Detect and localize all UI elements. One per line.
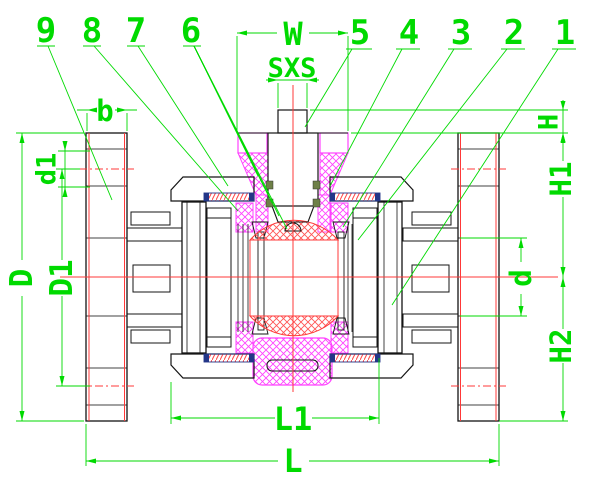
leader-4 — [329, 48, 420, 187]
dimension-d — [460, 237, 527, 317]
leader-8 — [83, 45, 239, 212]
dimension-b — [77, 107, 137, 131]
dimension-H2 — [499, 277, 568, 422]
end-connector-right — [411, 211, 452, 344]
dim-label-H1: H1 — [544, 162, 578, 197]
leader-1 — [391, 48, 576, 306]
dim-label-w: W — [283, 15, 303, 53]
stem-slot — [284, 222, 302, 232]
end-connector-left — [130, 211, 171, 344]
dim-label-H: H — [534, 114, 565, 130]
leader-3 — [342, 48, 472, 228]
dimension-D — [16, 132, 84, 422]
leader-9 — [37, 45, 113, 201]
leader-5 — [304, 48, 372, 128]
part-number-9: 9 — [36, 11, 56, 51]
part-number-7: 7 — [126, 11, 146, 51]
dimension-w — [236, 30, 349, 131]
centerlines — [60, 85, 558, 421]
stem-foot — [271, 205, 315, 223]
stem-orings — [265, 180, 321, 208]
bolt-hole-centerlines — [79, 168, 506, 387]
dimension-sxs — [266, 77, 319, 108]
dim-label-L1: L1 — [274, 400, 313, 438]
dim-label-b: b — [96, 94, 113, 128]
dimension-L1 — [170, 358, 380, 424]
part-number-5: 5 — [350, 13, 370, 53]
part-number-8: 8 — [82, 11, 102, 51]
part-number-1: 1 — [555, 13, 575, 53]
dimension-D1 — [56, 168, 90, 387]
dimension-lines — [16, 30, 568, 466]
face-seal-orings — [203, 192, 381, 363]
valve-body — [235, 132, 349, 386]
labels: 9 8 7 6 5 4 3 2 1 W SXS b d1 D D1 H H1 H… — [4, 11, 578, 480]
part-number-3: 3 — [451, 13, 471, 53]
leader-6-fan — [183, 45, 288, 230]
part-number-4: 4 — [399, 13, 419, 53]
dim-label-L: L — [283, 442, 302, 480]
part-number-2: 2 — [504, 13, 524, 53]
dim-label-d: d — [504, 269, 538, 286]
dim-label-H2: H2 — [544, 329, 578, 364]
leader-7 — [127, 45, 229, 187]
carrier-blocks — [170, 176, 414, 379]
leader-2 — [357, 48, 525, 241]
pipe-tail-right — [402, 227, 459, 328]
dimension-L — [85, 424, 500, 466]
valve-ball — [248, 219, 340, 337]
leader-lines — [37, 45, 576, 306]
dim-label-D: D — [4, 269, 40, 288]
part-number-6: 6 — [181, 11, 201, 51]
dim-label-d1: d1 — [32, 153, 63, 186]
dimension-H1 — [560, 133, 566, 277]
dim-label-sxs: SXS — [268, 53, 317, 84]
bonnet-plate-right — [319, 132, 349, 154]
dim-label-D1: D1 — [44, 259, 80, 296]
